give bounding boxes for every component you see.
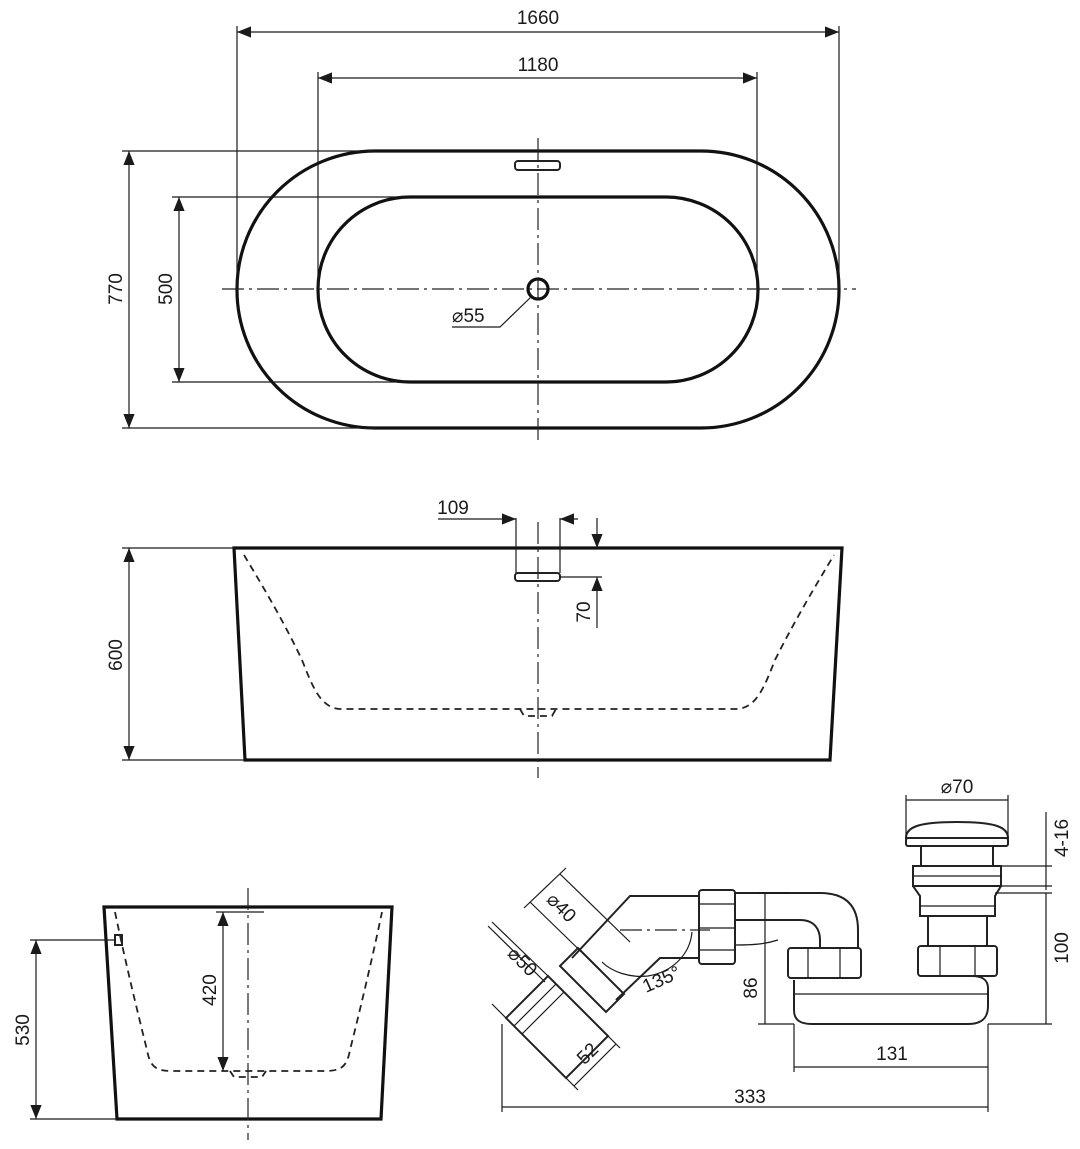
overflow-elbow bbox=[735, 892, 859, 948]
dim-d70: ⌀70 bbox=[941, 777, 974, 798]
drain-assembly: ⌀70 4-16 100 86 131 333 ⌀40 bbox=[487, 777, 1073, 1112]
overflow-slot-top bbox=[514, 160, 561, 171]
top-view: ⌀55 1660 1180 770 500 bbox=[106, 8, 856, 445]
plug-body bbox=[912, 885, 1002, 917]
side-drain-dashed bbox=[519, 708, 557, 717]
dim-1660: 1660 bbox=[517, 8, 559, 29]
dim-86: 86 bbox=[741, 977, 762, 998]
plug-lower-body bbox=[927, 915, 988, 947]
trap-connector-nut bbox=[787, 947, 862, 979]
dim-d40: ⌀40 bbox=[542, 889, 580, 927]
angle-arc bbox=[601, 931, 693, 977]
outlet-spigot-line-2 bbox=[521, 991, 565, 1035]
union-nut bbox=[698, 889, 736, 965]
plug-lower-nut bbox=[917, 945, 998, 977]
dim-333: 333 bbox=[734, 1087, 766, 1108]
ext-line-52-a bbox=[565, 1077, 579, 1091]
ext-line-d50-a bbox=[491, 921, 549, 977]
dim-1180: 1180 bbox=[518, 55, 559, 76]
outlet-spigot-line-1 bbox=[513, 983, 557, 1027]
plug-cap bbox=[904, 820, 1010, 839]
drain-circle bbox=[526, 277, 550, 301]
trap-body bbox=[793, 975, 989, 1025]
dim-770: 770 bbox=[106, 273, 127, 305]
dim-420: 420 bbox=[200, 974, 221, 1006]
ext-line-d40-a bbox=[529, 901, 601, 971]
dim-70: 70 bbox=[574, 601, 595, 622]
outlet-collar bbox=[558, 946, 626, 1014]
plug-stem bbox=[920, 846, 994, 867]
overflow-elbow-inner bbox=[735, 919, 821, 948]
dim-131: 131 bbox=[876, 1044, 908, 1065]
dim-line-d40 bbox=[523, 867, 567, 909]
ext-line-d40-b bbox=[559, 873, 631, 943]
drain-diameter-label: ⌀55 bbox=[452, 306, 485, 327]
dim-530: 530 bbox=[13, 1014, 34, 1046]
dim-4-16: 4-16 bbox=[1052, 819, 1073, 857]
end-view: 420 530 bbox=[13, 888, 394, 1140]
angled-pipe-inner bbox=[615, 957, 699, 1001]
dim-135-deg: 135° bbox=[640, 962, 684, 997]
dim-line-52 bbox=[573, 1043, 617, 1087]
angled-pipe bbox=[571, 895, 699, 959]
plug-flange bbox=[905, 837, 1009, 847]
side-outline bbox=[232, 546, 844, 762]
dim-109: 109 bbox=[437, 498, 469, 519]
end-outline bbox=[102, 905, 394, 1121]
dim-600: 600 bbox=[106, 639, 127, 671]
side-inner-dashed bbox=[243, 554, 835, 710]
end-drain-dashed bbox=[229, 1070, 267, 1078]
dim-d50: ⌀50 bbox=[503, 943, 541, 981]
overflow-elbow-curve bbox=[734, 939, 779, 946]
drain-leader bbox=[452, 296, 532, 328]
dim-line-d50 bbox=[487, 925, 546, 983]
ext-line-52-b bbox=[607, 1035, 621, 1049]
dim-100: 100 bbox=[1052, 932, 1073, 964]
ext-line-d50-b bbox=[491, 1003, 507, 1019]
dim-500: 500 bbox=[156, 273, 177, 305]
side-view: 109 70 600 bbox=[106, 498, 844, 778]
dim-52: 52 bbox=[573, 1039, 603, 1069]
